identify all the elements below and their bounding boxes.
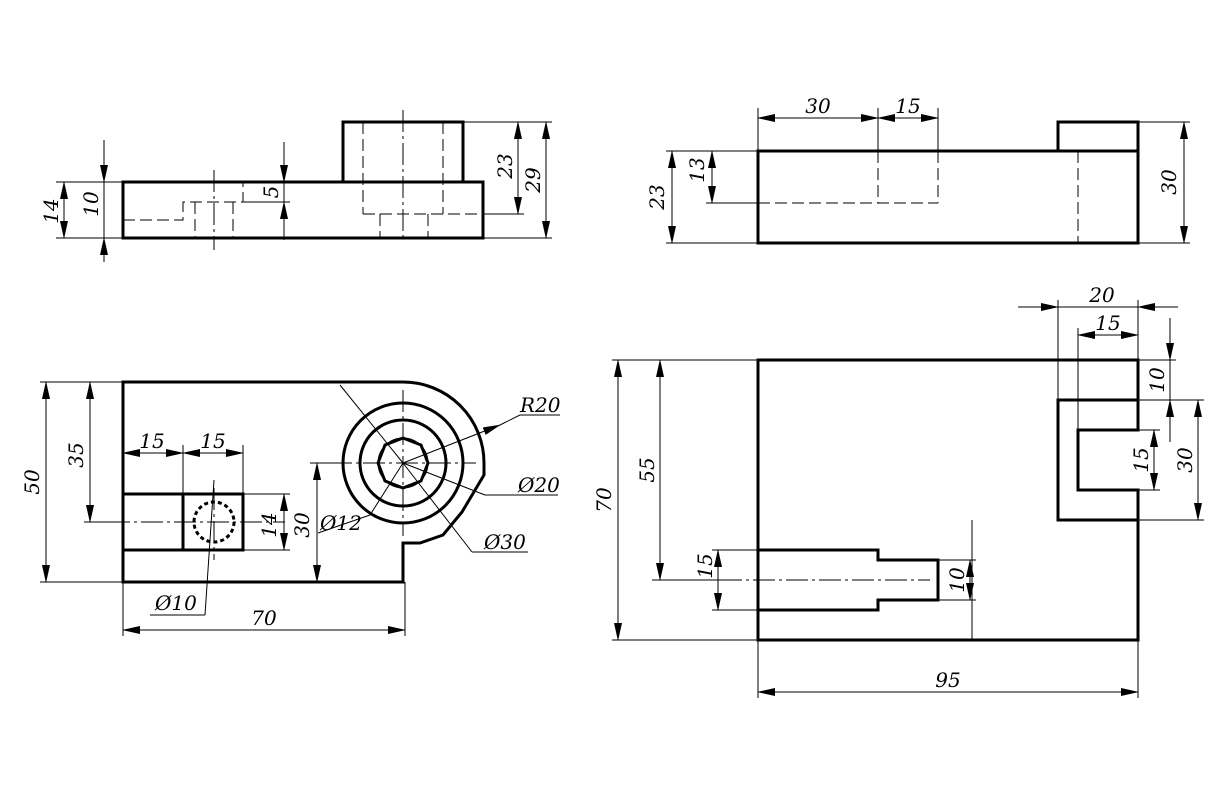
plan-dim-15-right: 15	[1129, 447, 1153, 472]
plan-dim-30-right: 30	[1173, 447, 1197, 473]
plan-dim-15-top: 15	[1095, 311, 1120, 335]
side-view: 30 15 23 13 30	[645, 94, 1190, 245]
side-dim-15-top: 15	[895, 94, 920, 118]
plan-view: 20 15 10 15 30 70 55 15 10 95	[592, 283, 1204, 698]
top-dim-15a: 15	[139, 429, 164, 453]
plan-dim-15-left: 15	[693, 553, 717, 578]
side-dim-23: 23	[645, 184, 669, 210]
top-dim-35: 35	[64, 442, 88, 467]
side-dim-13: 13	[685, 157, 709, 182]
front-view: 14 10 5 23 29	[39, 110, 552, 262]
front-dim-10: 10	[79, 191, 103, 217]
top-dim-70: 70	[251, 606, 277, 630]
plan-dim-10-mid: 10	[945, 567, 969, 593]
top-dim-15b: 15	[200, 429, 225, 453]
front-dim-23: 23	[493, 153, 517, 179]
top-dim-30: 30	[290, 512, 314, 538]
top-dim-14: 14	[257, 512, 281, 537]
plan-dim-55: 55	[635, 457, 659, 482]
top-label-phi20: Ø20	[517, 473, 560, 497]
plan-dim-70: 70	[592, 487, 616, 513]
front-dim-14: 14	[39, 198, 63, 223]
front-dim-29: 29	[521, 167, 545, 194]
top-label-phi10: Ø10	[154, 591, 197, 615]
front-dim-5: 5	[259, 186, 283, 199]
top-label-phi12: Ø12	[319, 511, 362, 535]
side-dim-30-right: 30	[1157, 169, 1181, 195]
top-view: 15 15 50 35 14 30 R20 Ø20 Ø12 Ø30 Ø10 70	[20, 380, 561, 636]
top-label-r20: R20	[519, 393, 561, 417]
side-dim-30-top: 30	[805, 94, 831, 118]
plan-dim-95: 95	[935, 668, 960, 692]
top-dim-50: 50	[20, 469, 44, 495]
top-label-phi30: Ø30	[483, 530, 526, 554]
plan-dim-20: 20	[1088, 283, 1115, 307]
plan-dim-10-right: 10	[1145, 367, 1169, 393]
